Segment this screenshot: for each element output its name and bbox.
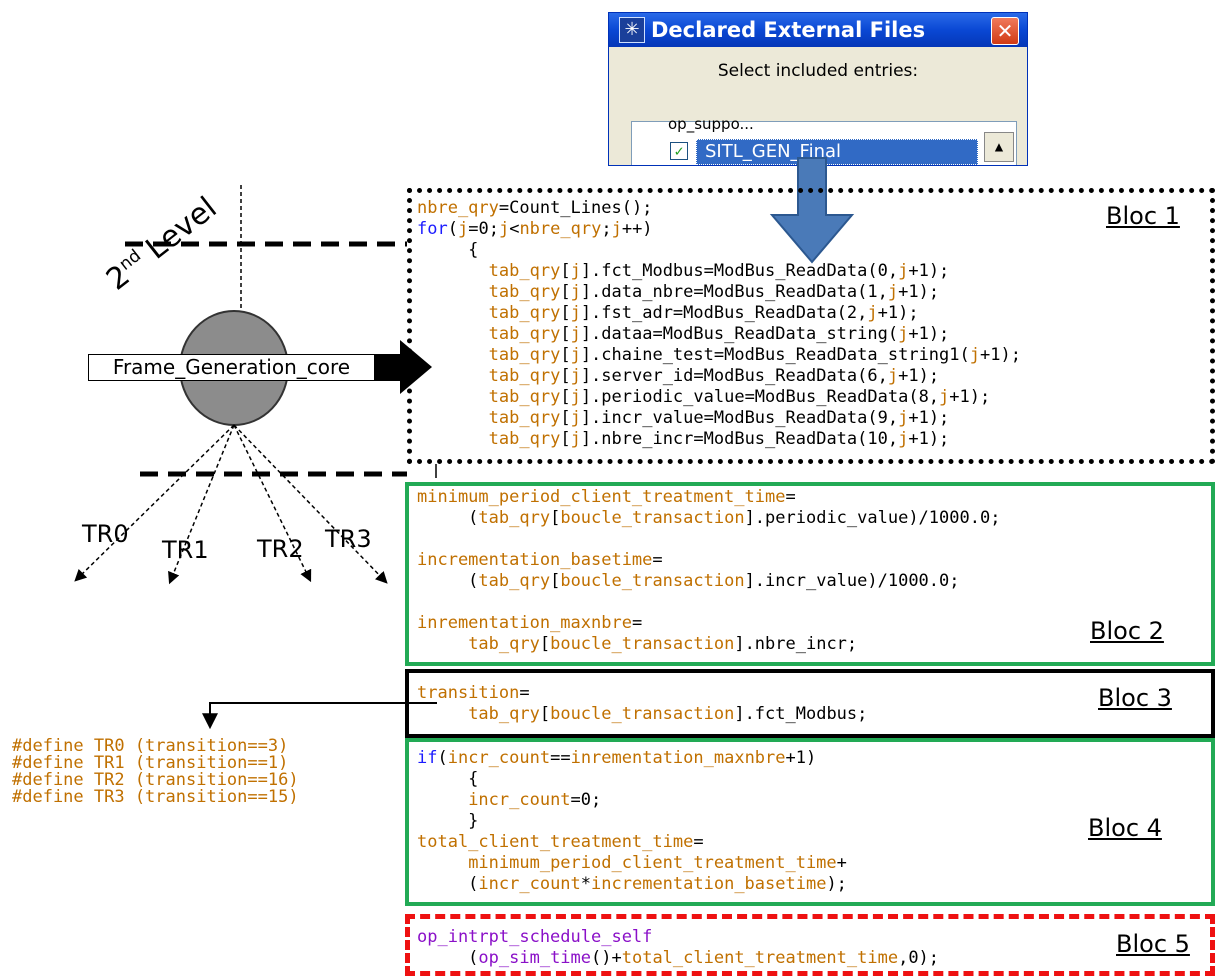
bloc-3-label: Bloc 3: [1098, 684, 1172, 712]
tr2-arrow: [233, 424, 312, 583]
tr3-arrow: [233, 424, 388, 584]
defines-arrow: [202, 702, 437, 730]
dialog-titlebar: ✳ Declared External Files ✕: [609, 13, 1027, 47]
tr2-label: TR2: [257, 535, 304, 563]
tr0-label: TR0: [82, 520, 129, 548]
define-line: #define TR0 (transition==3): [12, 736, 289, 756]
entries-list[interactable]: op_suppo... ✓ SITL_GEN_Final ▲: [631, 115, 1017, 165]
scroll-up-icon[interactable]: ▲: [984, 132, 1014, 162]
bloc-5-box: [405, 914, 1215, 976]
app-icon: ✳: [619, 17, 645, 43]
list-item-selected[interactable]: SITL_GEN_Final: [696, 139, 978, 165]
bloc-1-box: [407, 188, 1215, 464]
list-item-partial[interactable]: op_suppo...: [668, 115, 754, 133]
bloc-2-box: [405, 482, 1215, 666]
tr1-arrow: [168, 424, 235, 585]
dialog-title: Declared External Files: [651, 18, 926, 42]
tr1-label: TR1: [162, 536, 209, 564]
bloc-4-code: if(incr_count==inrementation_maxnbre+1) …: [417, 748, 847, 894]
bloc-2-code: minimum_period_client_treatment_time= (t…: [417, 487, 1001, 654]
bloc-1-label: Bloc 1: [1106, 202, 1180, 230]
define-line: #define TR3 (transition==15): [12, 787, 299, 807]
define-line: #define TR1 (transition==1): [12, 753, 289, 773]
bloc-4-label: Bloc 4: [1088, 814, 1162, 842]
bloc-1-code: nbre_qry=Count_Lines(); for(j=0;j<nbre_q…: [417, 198, 1021, 449]
entry-checkbox[interactable]: ✓: [670, 142, 688, 160]
bloc-3-box: [405, 669, 1215, 738]
bloc-5-code: op_intrpt_schedule_self (op_sim_time()+t…: [417, 927, 940, 968]
tr3-label: TR3: [325, 525, 372, 553]
declared-external-files-dialog: ✳ Declared External Files ✕ Select inclu…: [608, 12, 1028, 166]
core-right-arrow: [374, 340, 432, 394]
bloc-3-code: transition= tab_qry[boucle_transaction].…: [417, 683, 868, 724]
tr0-arrow: [74, 424, 235, 582]
bloc-5-label: Bloc 5: [1116, 930, 1190, 958]
dialog-subtitle: Select included entries:: [717, 61, 919, 81]
core-label: Frame_Generation_core: [88, 354, 375, 381]
bloc-2-label: Bloc 2: [1090, 617, 1164, 645]
defines-block: #define TR0 (transition==3) #define TR1 …: [12, 738, 299, 806]
define-line: #define TR2 (transition==16): [12, 770, 299, 790]
close-icon[interactable]: ✕: [991, 17, 1019, 45]
bloc-4-box: [405, 738, 1215, 906]
blue-down-arrow: [769, 157, 855, 264]
